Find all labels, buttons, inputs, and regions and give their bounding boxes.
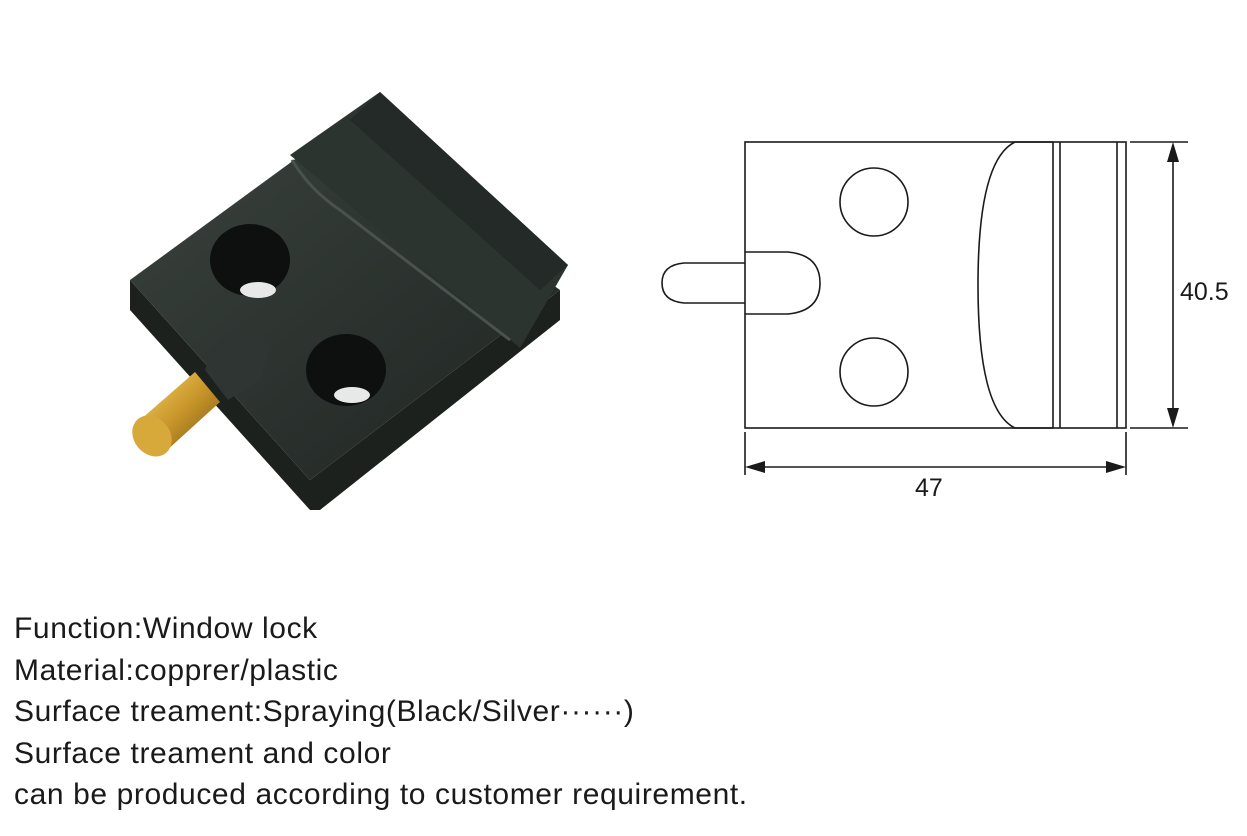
spec-function: Function:Window lock	[14, 612, 318, 645]
screw-hole-top	[210, 224, 290, 296]
drawing-outline	[744, 141, 1127, 429]
brass-pin	[132, 372, 220, 457]
drawing-hole-top	[839, 167, 909, 237]
spec-color-note-2: can be produced according to customer re…	[14, 778, 748, 811]
drawing-hole-bottom	[839, 337, 909, 407]
specifications: Function:Window lock Material:copprer/pl…	[14, 608, 748, 816]
height-dimension-label: 40.5	[1180, 278, 1229, 306]
spec-color-note-1: Surface treament and color	[14, 736, 392, 770]
spec-material: Material:copprer/plastic	[14, 653, 339, 687]
lock-body-side	[130, 280, 560, 510]
lock-rail	[290, 92, 568, 348]
width-dimension-label: 47	[915, 474, 943, 502]
spec-surface: Surface treament:Spraying(Black/Silver··…	[14, 695, 635, 728]
screw-hole-bottom	[306, 334, 386, 406]
technical-drawing: 40.5 47	[661, 141, 1229, 502]
drawing-pin	[745, 251, 821, 315]
product-photo	[130, 92, 568, 510]
